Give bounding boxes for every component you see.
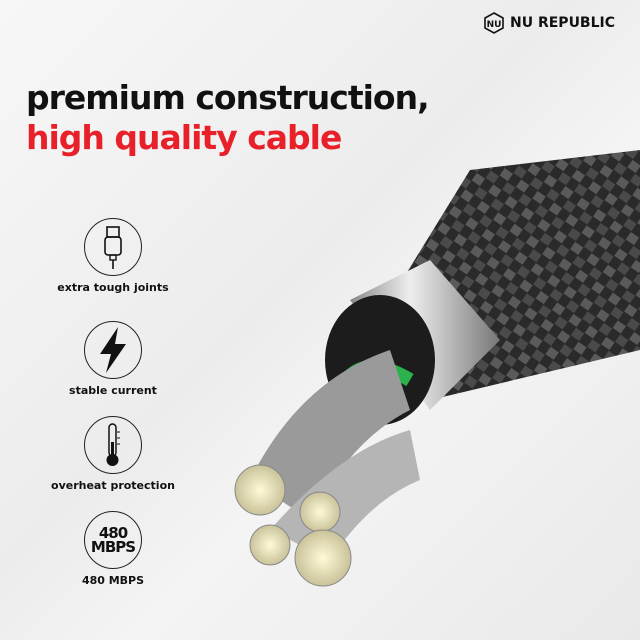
headline-line2: high quality cable: [26, 118, 342, 157]
brand-name: NU REPUBLIC: [510, 15, 616, 31]
feature-overheat-protection: overheat protection: [50, 416, 176, 492]
brand-logo: NU NU REPUBLIC: [484, 12, 615, 34]
svg-text:NU: NU: [487, 20, 502, 30]
cable-image: [234, 150, 640, 587]
feature-label: extra tough joints: [57, 281, 169, 294]
feature-label: stable current: [69, 384, 157, 397]
lightning-bolt-icon: [84, 321, 142, 379]
feature-stable-current: stable current: [50, 321, 176, 397]
mbps-badge-icon: 480 MBPS: [84, 511, 142, 569]
usb-connector-icon: [84, 218, 142, 276]
feature-extra-tough-joints: extra tough joints: [50, 218, 176, 294]
feature-label: 480 MBPS: [81, 574, 145, 587]
badge-line1: 480: [98, 524, 128, 542]
thermometer-icon: [84, 416, 142, 474]
feature-480-mbps: 480 MBPS 480 MBPS: [50, 511, 176, 587]
headline: premium construction, high quality cable: [26, 78, 430, 158]
badge-line2: MBPS: [90, 538, 136, 556]
feature-label: overheat protection: [51, 479, 175, 492]
brand-emblem-icon: NU: [484, 12, 504, 34]
headline-line1: premium construction,: [26, 78, 430, 117]
